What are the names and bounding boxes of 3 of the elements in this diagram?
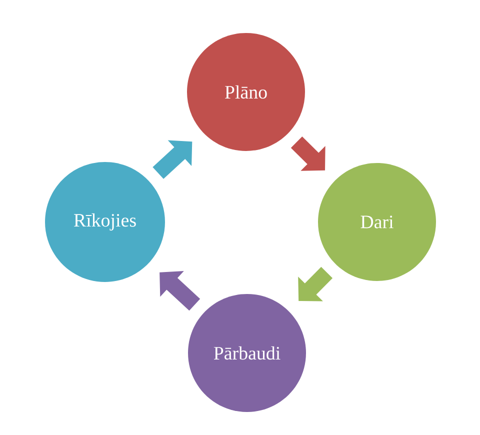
block-arrow bbox=[290, 136, 326, 171]
block-arrow bbox=[152, 140, 192, 179]
block-arrow bbox=[298, 266, 333, 302]
